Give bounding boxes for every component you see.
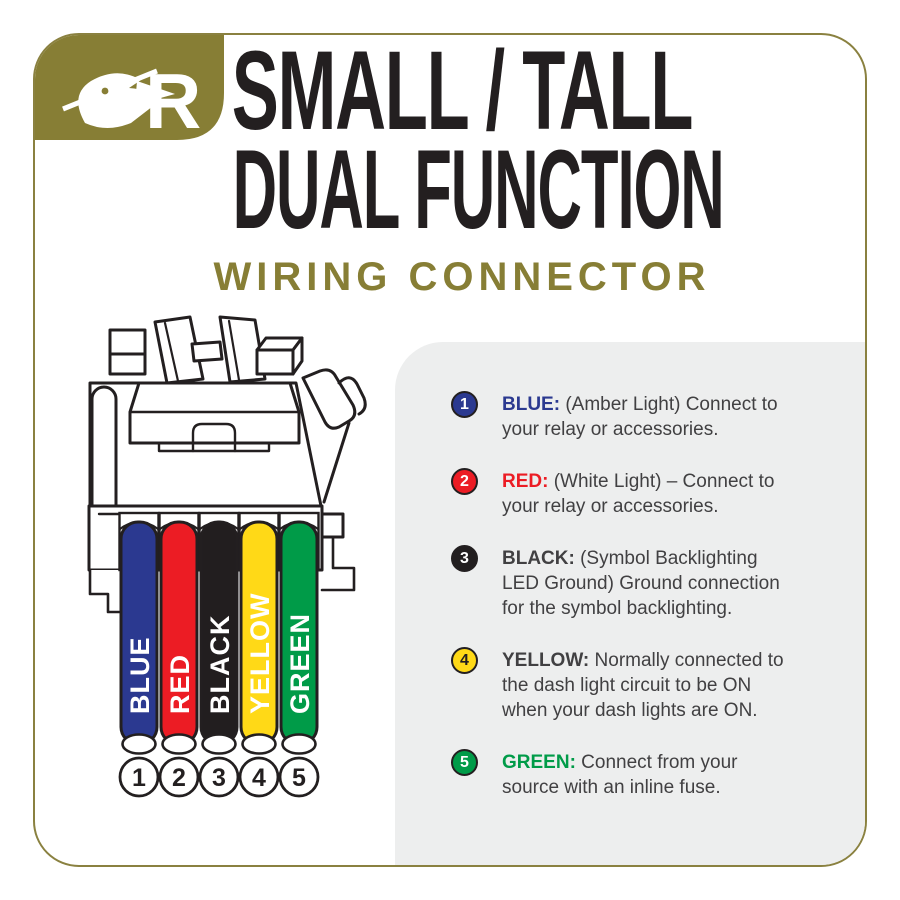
card-frame: 1 BLUE: (Amber Light) Connect to your rel… <box>33 33 867 867</box>
connector-diagram: BLUE 1 RED 2 BLACK 3 YELLOW 4 GREEN 5 <box>87 315 367 798</box>
wire-number-badge <box>238 756 280 798</box>
wire-number-badge <box>198 756 240 798</box>
legend-item-text: GREEN: Connect from your source with an … <box>502 750 737 800</box>
legend-item-text: YELLOW: Normally connected to the dash l… <box>502 648 784 723</box>
connector-tab-left <box>108 328 147 376</box>
wire-tip <box>241 733 277 755</box>
legend-item: 5 GREEN: Connect from your source with an… <box>451 749 838 800</box>
wire-number: 2 <box>172 764 186 792</box>
title-line-1: SMALL / TALL <box>231 33 694 153</box>
legend-item-label: BLUE: <box>502 394 561 415</box>
wire: GREEN 5 <box>278 511 320 798</box>
wire-number: 3 <box>212 764 226 792</box>
wire-tip <box>281 733 317 755</box>
eagle-r-logo: R <box>61 57 201 140</box>
legend-item-label: GREEN: <box>502 752 576 773</box>
legend-item: 1 BLUE: (Amber Light) Connect to your rel… <box>451 391 838 442</box>
brand-badge: R <box>35 35 224 140</box>
wire-tip <box>161 733 197 755</box>
legend-item-text: RED: (White Light) – Connect to your rel… <box>502 469 774 519</box>
legend-item-description: (White Light) – Connect to your relay or… <box>502 471 775 517</box>
title-line-2: DUAL FUNCTION <box>232 127 725 252</box>
legend-item-number-badge: 3 <box>451 545 478 572</box>
legend-item: 3 BLACK: (Symbol Backlighting LED Ground)… <box>451 545 838 621</box>
legend-item-number-badge: 1 <box>451 391 478 418</box>
page-title: SMALL / TALL DUAL FUNCTION WIRING CONNEC… <box>45 33 865 300</box>
wire-tip <box>201 733 237 755</box>
wires-group: BLUE 1 RED 2 BLACK 3 YELLOW 4 GREEN 5 <box>118 511 320 798</box>
connector-lid-bump <box>191 422 237 453</box>
legend-item-number-badge: 4 <box>451 647 478 674</box>
connector-tab-bar <box>190 340 224 363</box>
wire: BLUE 1 <box>118 511 160 798</box>
wire-label: BLACK <box>205 615 235 715</box>
wire-label: RED <box>165 654 195 714</box>
legend-item-text: BLUE: (Amber Light) Connect to your rela… <box>502 392 778 442</box>
legend-item-description: Connect from your source with an inline … <box>502 752 738 798</box>
legend-item-description: Normally connected to the dash light cir… <box>502 650 784 721</box>
wire-number-badge <box>118 756 160 798</box>
wire-label: GREEN <box>285 613 315 714</box>
wire: BLACK 3 <box>198 511 240 798</box>
wire-number: 5 <box>292 764 306 792</box>
legend-item-label: BLACK: <box>502 548 575 569</box>
wire-label: BLUE <box>125 637 155 715</box>
wire-number: 1 <box>132 764 146 792</box>
wire-label: YELLOW <box>245 593 275 715</box>
legend-item-number-badge: 2 <box>451 468 478 495</box>
connector-right-bracket <box>320 512 345 539</box>
connector-right-latch <box>301 368 357 430</box>
wire-number-badge <box>278 756 320 798</box>
wire-number: 4 <box>252 764 266 792</box>
wire: RED 2 <box>158 511 200 798</box>
legend-item-description: (Amber Light) Connect to your relay or a… <box>502 394 778 440</box>
legend-item-label: YELLOW: <box>502 650 590 671</box>
wire: YELLOW 4 <box>238 511 280 798</box>
wire-number-badge <box>158 756 200 798</box>
legend-item-number-badge: 5 <box>451 749 478 776</box>
wire-tip <box>121 733 157 755</box>
legend-item-description: (Symbol Backlighting LED Ground) Ground … <box>502 548 780 619</box>
legend-item-label: RED: <box>502 471 549 492</box>
legend-item: 4 YELLOW: Normally connected to the dash … <box>451 647 838 723</box>
legend-panel: 1 BLUE: (Amber Light) Connect to your rel… <box>395 342 865 865</box>
legend-item-text: BLACK: (Symbol Backlighting LED Ground) … <box>502 546 780 621</box>
svg-text:R: R <box>145 57 201 140</box>
connector-tab-right-front <box>255 348 295 376</box>
legend-item: 2 RED: (White Light) – Connect to your re… <box>451 468 838 519</box>
title-subtitle: WIRING CONNECTOR <box>213 255 711 299</box>
